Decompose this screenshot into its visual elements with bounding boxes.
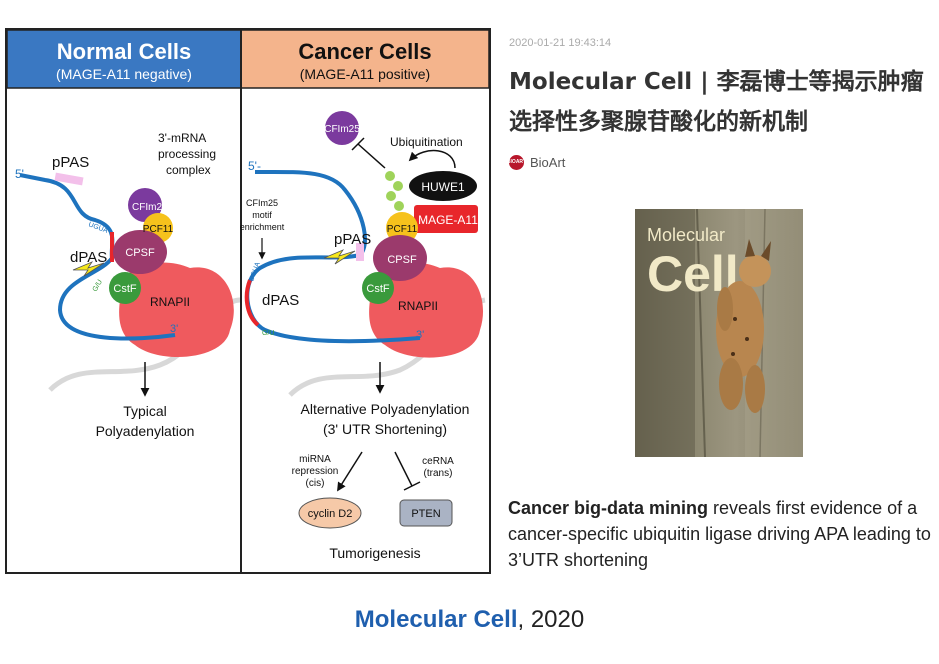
cancer-header [240, 29, 490, 89]
normal-ppas-label: pPAS [52, 154, 89, 171]
cancer-enrich-line3: enrichment [240, 222, 285, 232]
cancer-rnapii [369, 262, 484, 358]
normal-cfim25 [128, 188, 162, 222]
cancer-cpsf-label: CPSF [387, 254, 417, 266]
footer-citation: Molecular Cell, 2020 [0, 606, 939, 634]
cancer-huwe1-label: HUWE1 [421, 180, 465, 194]
cancer-outcome-line2: (3' UTR Shortening) [323, 421, 447, 437]
cancer-cstf [362, 272, 394, 304]
cancer-ubiquitin-3 [386, 191, 396, 201]
normal-rnapii [119, 262, 234, 357]
caption-bold: Cancer big-data mining [508, 498, 709, 518]
cancer-title: Cancer Cells [298, 39, 431, 64]
journal-cover-image: Molecular Cell [635, 209, 803, 457]
cancer-mirna-line2: repression [292, 466, 339, 477]
normal-complex-line1: 3'-mRNA [158, 131, 206, 145]
article-source[interactable]: BIO ART BioArt [506, 155, 566, 170]
normal-three-prime: 3' [170, 323, 178, 335]
normal-title: Normal Cells [57, 39, 192, 64]
cancer-cerna-line2: (trans) [424, 468, 453, 479]
article-timestamp: 2020-01-21 19:43:14 [509, 37, 612, 49]
cancer-cleavage-bolt [323, 249, 356, 265]
normal-cleavage-bolt [72, 261, 105, 277]
cancer-cyclin-d2 [298, 497, 362, 529]
normal-subtitle: (MAGE-A11 negative) [56, 66, 192, 82]
cancer-cstf-label: CstF [366, 283, 390, 295]
cover-title-line1: Molecular [647, 225, 725, 245]
lynx-illustration [716, 239, 771, 413]
normal-cpsf [113, 230, 167, 274]
cancer-ppas-label: pPAS [334, 231, 371, 248]
cancer-pcf11-label: PCF11 [387, 224, 418, 235]
normal-dpas-label: dPAS [70, 249, 107, 266]
cancer-enrich-line2: motif [252, 210, 272, 220]
cancer-mrna [245, 169, 421, 344]
normal-cfim25-label: CFIm25 [132, 202, 168, 213]
normal-cstf-label: CstF [113, 283, 137, 295]
cancer-ubiquitin-1 [385, 171, 395, 181]
cancer-three-prime: 3' [416, 329, 424, 341]
footer-journal: Molecular Cell [354, 606, 518, 633]
cancer-five-prime: 5'- [248, 159, 261, 173]
cancer-cyclin-label: cyclin D2 [308, 508, 353, 520]
article-headline[interactable]: Molecular Cell | 李磊博士等揭示肿瘤选择性多聚腺苷酸化的新机制 [509, 69, 924, 135]
cancer-ubiquitin-2 [393, 181, 403, 191]
cancer-tumorigenesis: Tumorigenesis [329, 545, 420, 561]
cancer-inhibit-bar [351, 137, 365, 151]
cancer-enrich-line1: CFIm25 [246, 198, 278, 208]
cancer-ubiquitin-4 [394, 201, 404, 211]
cancer-mirna-arrow [337, 451, 363, 492]
normal-ppas-marker [54, 172, 84, 186]
normal-five-prime: 5'- [15, 167, 28, 181]
cancer-cerna-line1: ceRNA [422, 456, 454, 467]
bioart-logo-icon: BIO ART [506, 155, 527, 170]
cancer-rnapii-label: RNAPII [398, 299, 438, 313]
cancer-mirna-line1: miRNA [299, 454, 331, 465]
caption: Cancer big-data mining reveals first evi… [508, 495, 936, 573]
cancer-cerna-line [394, 451, 413, 487]
normal-rnapii-label: RNAPII [150, 295, 190, 309]
cancer-cpsf [373, 235, 427, 281]
cancer-cfim25 [325, 111, 359, 145]
cancer-mirna-line3: (cis) [306, 478, 325, 489]
normal-cpsf-label: CPSF [125, 247, 155, 259]
normal-outcome-line1: Typical [123, 403, 167, 419]
cancer-subtitle: (MAGE-A11 positive) [300, 66, 430, 82]
cancer-mage [414, 205, 478, 233]
cancer-cerna-bar [403, 481, 421, 491]
cancer-ubiquitination-arrow [408, 149, 456, 169]
normal-mrna [19, 173, 176, 341]
cancer-outcome-line1: Alternative Polyadenylation [301, 401, 470, 417]
normal-pcf11-label: PCF11 [143, 224, 174, 235]
normal-complex-line2: processing [158, 147, 216, 161]
cancer-ubiquitination-label: Ubiquitination [390, 135, 463, 149]
normal-complex-line3: complex [166, 163, 211, 177]
cancer-mage-label: MAGE-A11 [418, 213, 478, 227]
cancer-dpas-marker [244, 279, 260, 327]
source-name: BioArt [530, 155, 566, 170]
cancer-gu: G/U [262, 330, 274, 337]
bioart-logo-line1: BIO [506, 159, 516, 165]
cancer-ppas-marker [356, 243, 364, 261]
caption-rest: reveals first evidence of a cancer-speci… [508, 498, 931, 570]
normal-cstf [109, 272, 141, 304]
cancer-pten [399, 499, 453, 527]
cancer-dpas-label: dPAS [262, 292, 299, 309]
normal-outcome-line2: Polyadenylation [96, 423, 195, 439]
bioart-logo-line2: ART [515, 159, 527, 165]
cancer-huwe1 [409, 171, 477, 201]
footer-year: , 2020 [517, 606, 585, 633]
cancer-inhibit-line [357, 143, 386, 169]
normal-header [6, 29, 242, 89]
cancer-pten-label: PTEN [411, 508, 440, 520]
cancer-cfim25-label: CFIm25 [324, 124, 360, 135]
